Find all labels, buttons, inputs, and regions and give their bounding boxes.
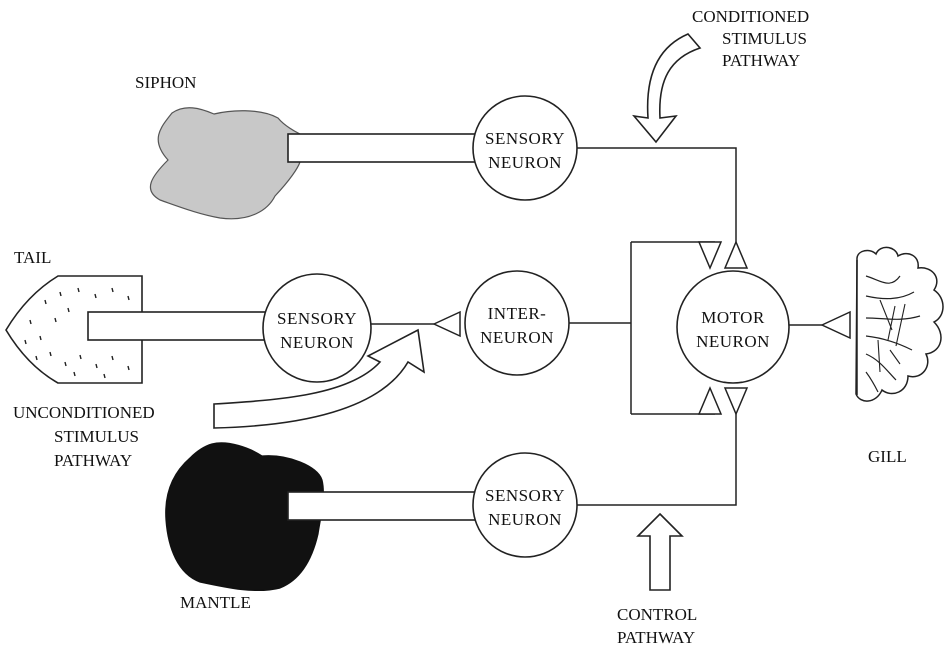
interneuron-label-1: INTER-	[488, 304, 547, 323]
gill-label: GILL	[868, 447, 907, 466]
motor-neuron	[676, 270, 790, 384]
conditioned-label-3: PATHWAY	[722, 51, 800, 70]
siphon-sensory-label-1: SENSORY	[485, 129, 565, 148]
siphon-label: SIPHON	[135, 73, 196, 92]
gill-shape	[855, 246, 944, 402]
tail-sensory-label-2: NEURON	[280, 333, 354, 352]
interneuron-wire	[569, 241, 715, 415]
mantle-sensory-label-2: NEURON	[488, 510, 562, 529]
tail-sensory-label-1: SENSORY	[277, 309, 357, 328]
conditioned-label-1: CONDITIONED	[692, 7, 809, 26]
tail-shape	[5, 275, 143, 384]
siphon-synapse	[723, 240, 749, 269]
control-label-1: CONTROL	[617, 605, 697, 624]
interneuron-synapse	[432, 310, 461, 338]
tail-label: TAIL	[14, 248, 51, 267]
siphon-shape	[149, 107, 301, 220]
siphon-sensory-axon	[287, 133, 489, 163]
interneuron-label-2: NEURON	[480, 328, 554, 347]
siphon-sensory-label-2: NEURON	[488, 153, 562, 172]
mantle-shape	[165, 442, 324, 592]
gill-synapse	[820, 310, 851, 340]
motor-label-2: NEURON	[696, 332, 770, 351]
conditioned-label-2: STIMULUS	[722, 29, 807, 48]
tail-texture	[24, 287, 130, 379]
siphon-sensory-neuron	[472, 95, 578, 201]
unconditioned-label-1: UNCONDITIONED	[13, 403, 155, 422]
tail-sensory-neuron	[262, 273, 372, 383]
motor-label-1: MOTOR	[701, 308, 765, 327]
mantle-synapse	[723, 387, 749, 416]
mantle-sensory-axon	[287, 491, 479, 521]
interneuron	[464, 270, 570, 376]
mantle-sensory-neuron	[472, 452, 578, 558]
interneuron-synapse-bottom	[697, 386, 723, 415]
control-pathway-arrow	[636, 512, 684, 591]
mantle-wire	[577, 414, 737, 506]
unconditioned-stimulus-arrow	[213, 328, 426, 429]
control-label-2: PATHWAY	[617, 628, 695, 647]
unconditioned-label-3: PATHWAY	[54, 451, 132, 470]
unconditioned-label-2: STIMULUS	[54, 427, 139, 446]
tail-sensory-axon	[87, 311, 279, 341]
siphon-wire	[577, 147, 737, 242]
interneuron-synapse-top	[697, 241, 723, 270]
mantle-label: MANTLE	[180, 593, 251, 612]
conditioned-stimulus-arrow	[632, 33, 702, 144]
mantle-sensory-label-1: SENSORY	[485, 486, 565, 505]
